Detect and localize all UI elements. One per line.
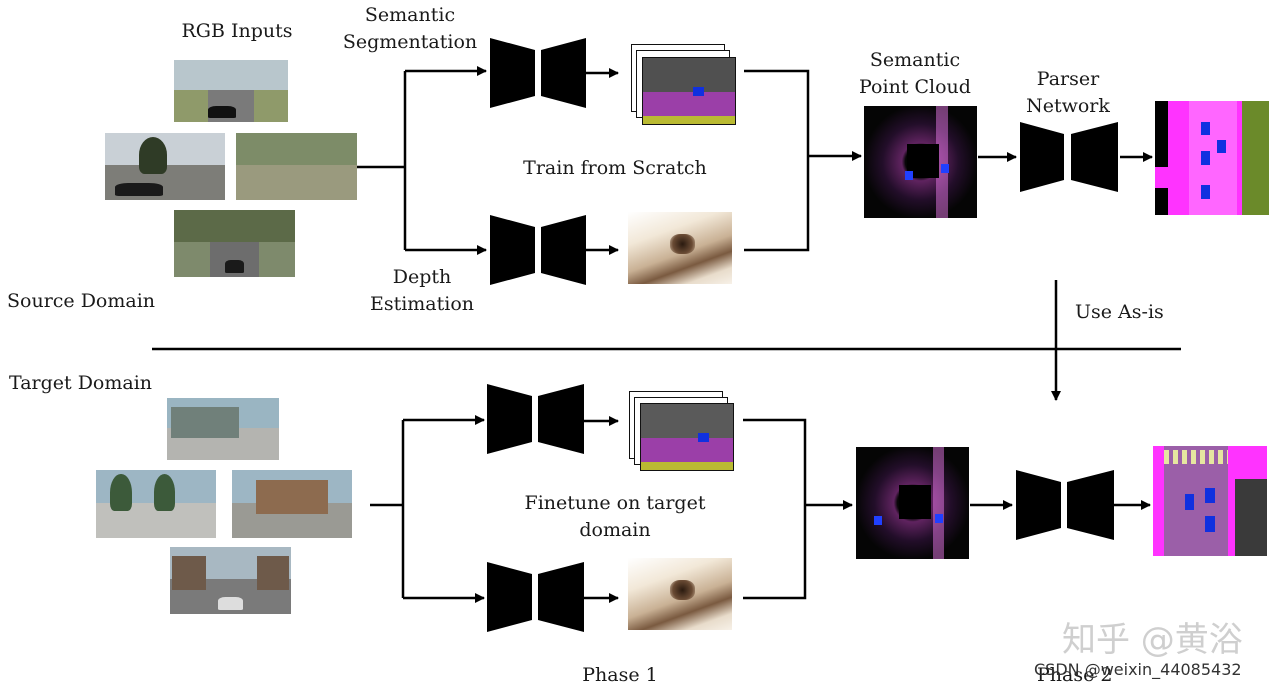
target-depth-output-image bbox=[628, 558, 732, 630]
finetune-label-line2: domain bbox=[579, 519, 651, 541]
use-as-is-label: Use As-is bbox=[1075, 301, 1164, 323]
finetune-label-line1: Finetune on target bbox=[524, 492, 706, 514]
semantic-point-cloud-label-line2: Point Cloud bbox=[859, 76, 971, 98]
source-domain-label: Source Domain bbox=[7, 290, 156, 312]
target-rgb-image-rear bbox=[170, 547, 291, 614]
phase-1-label: Phase 1 bbox=[582, 664, 658, 686]
source-rgb-image-front bbox=[174, 60, 288, 122]
train-from-scratch-label: Train from Scratch bbox=[523, 157, 707, 179]
semantic-segmentation-label-line2: Segmentation bbox=[342, 31, 478, 53]
csdn-watermark: CSDN @weixin_44085432 bbox=[1034, 660, 1242, 679]
target-rgb-image-right bbox=[232, 470, 352, 538]
target-semantic-point-cloud-image bbox=[856, 447, 969, 559]
parser-network-label-line1: Parser bbox=[1036, 68, 1100, 90]
source-rgb-image-rear bbox=[174, 210, 295, 277]
zhihu-watermark: 知乎 @黄浴 bbox=[1062, 620, 1243, 660]
target-rgb-image-left bbox=[96, 470, 216, 538]
target-rgb-image-front bbox=[167, 398, 279, 460]
rgb-inputs-label: RGB Inputs bbox=[181, 20, 293, 42]
source-bev-map-image bbox=[1155, 101, 1269, 215]
phase-2-label: Phase 2 bbox=[1037, 664, 1113, 686]
target-parser-network-icon bbox=[1016, 470, 1114, 540]
target-seg-network-icon bbox=[487, 384, 584, 454]
source-semantic-point-cloud-image bbox=[864, 106, 977, 218]
semantic-point-cloud-label-line1: Semantic bbox=[869, 49, 961, 71]
target-merge-line bbox=[743, 418, 807, 600]
target-seg-output-image bbox=[640, 403, 734, 471]
parser-network-icon bbox=[1020, 122, 1118, 192]
depth-estimation-label-line2: Estimation bbox=[369, 293, 475, 315]
parser-network-label-line2: Network bbox=[1026, 95, 1110, 117]
depth-network-icon bbox=[490, 215, 586, 285]
target-domain-label: Target Domain bbox=[9, 372, 153, 394]
semantic-segmentation-label-line1: Semantic bbox=[364, 4, 456, 26]
source-seg-output-image bbox=[642, 57, 736, 125]
target-depth-network-icon bbox=[487, 562, 584, 632]
seg-network-icon bbox=[490, 38, 586, 108]
seg-to-merge-line bbox=[744, 69, 810, 252]
source-depth-output-image bbox=[628, 212, 732, 284]
source-rgb-image-left bbox=[105, 133, 225, 200]
depth-estimation-label-line1: Depth bbox=[392, 266, 452, 288]
source-rgb-image-right bbox=[236, 133, 357, 200]
target-bev-map-image bbox=[1153, 446, 1267, 556]
